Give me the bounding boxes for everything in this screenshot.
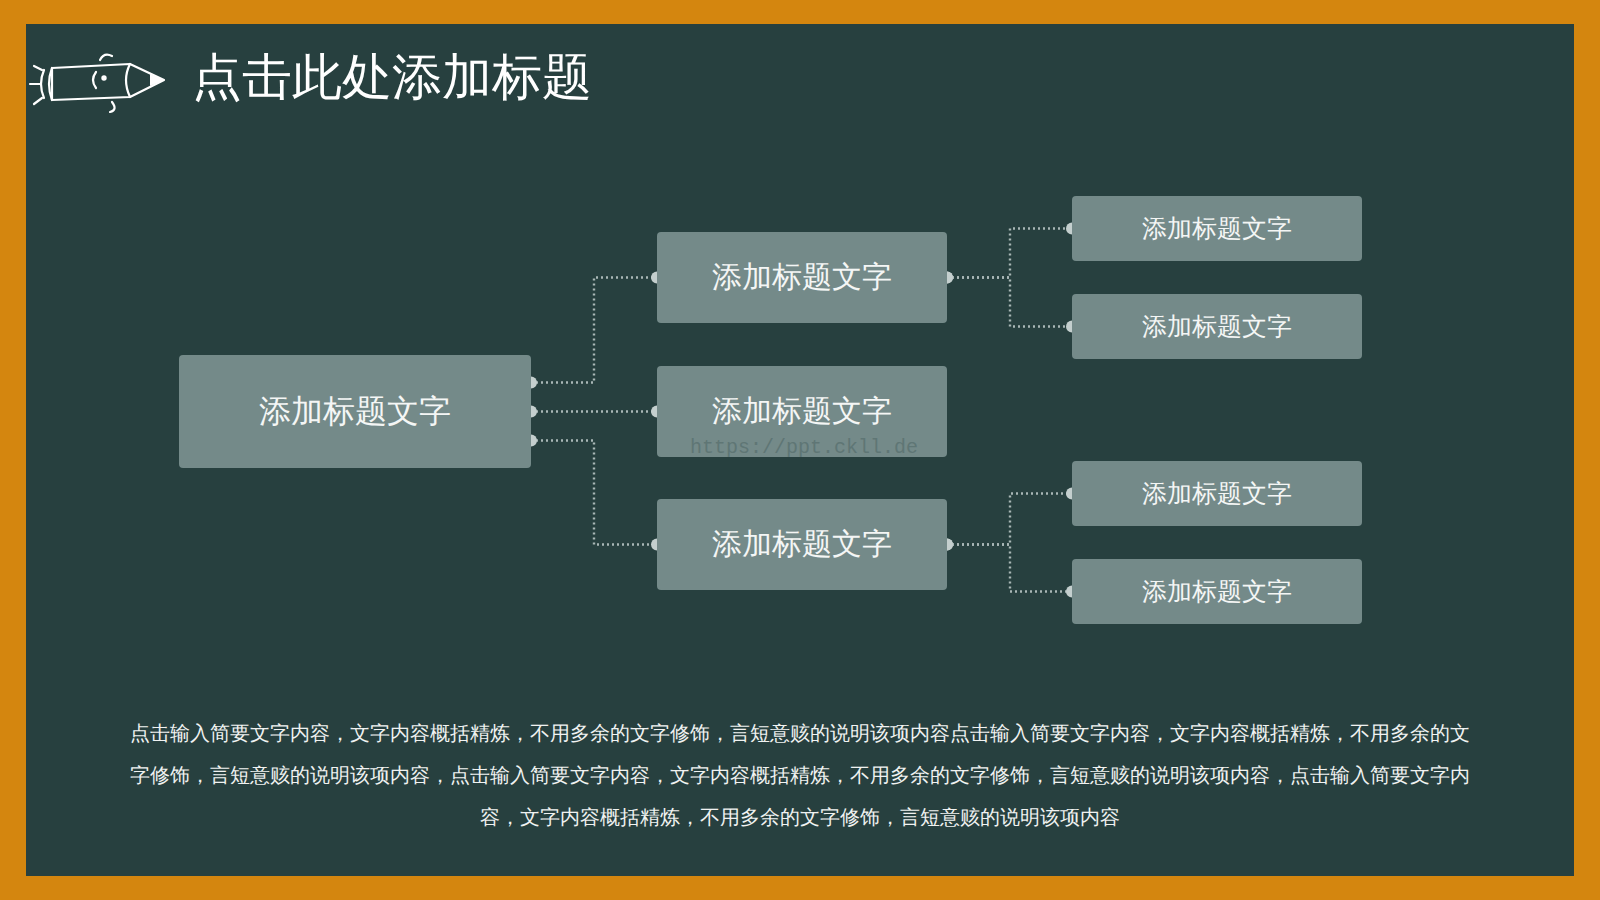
box-label: 添加标题文字 bbox=[259, 390, 451, 434]
dotted-connector bbox=[531, 410, 657, 412]
title-box: 添加标题文字 bbox=[657, 232, 947, 323]
title-box: 添加标题文字 bbox=[1072, 196, 1362, 261]
watermark: https://ppt.ckll.de bbox=[690, 436, 918, 459]
box-label: 添加标题文字 bbox=[712, 391, 892, 432]
title-box: 添加标题文字 bbox=[179, 355, 531, 468]
box-label: 添加标题文字 bbox=[1142, 575, 1292, 608]
connector-group bbox=[525, 435, 663, 551]
body-note: 点击输入简要文字内容，文字内容概括精炼，不用多余的文字修饰，言短意赅的说明该项内… bbox=[130, 712, 1470, 838]
box-label: 添加标题文字 bbox=[1142, 310, 1292, 343]
dotted-connector bbox=[531, 441, 657, 545]
dotted-connector bbox=[531, 278, 657, 383]
box-label: 添加标题文字 bbox=[712, 524, 892, 565]
connector-group bbox=[941, 539, 1078, 598]
dotted-connector bbox=[947, 494, 1072, 545]
title-box: 添加标题文字 bbox=[1072, 461, 1362, 526]
dotted-connector bbox=[947, 545, 1072, 592]
connector-group bbox=[941, 272, 1078, 333]
dotted-connector bbox=[947, 229, 1072, 278]
connector-group bbox=[525, 272, 663, 389]
title-box: 添加标题文字 bbox=[1072, 294, 1362, 359]
dotted-connector bbox=[947, 278, 1072, 327]
box-label: 添加标题文字 bbox=[1142, 477, 1292, 510]
connector-group bbox=[941, 223, 1078, 284]
title-box: 添加标题文字 bbox=[657, 499, 947, 590]
connector-group bbox=[525, 406, 663, 418]
slide-title: 点击此处添加标题 bbox=[192, 44, 592, 111]
title-box: 添加标题文字 bbox=[1072, 559, 1362, 624]
box-label: 添加标题文字 bbox=[1142, 212, 1292, 245]
box-label: 添加标题文字 bbox=[712, 257, 892, 298]
connector-group bbox=[941, 488, 1078, 551]
